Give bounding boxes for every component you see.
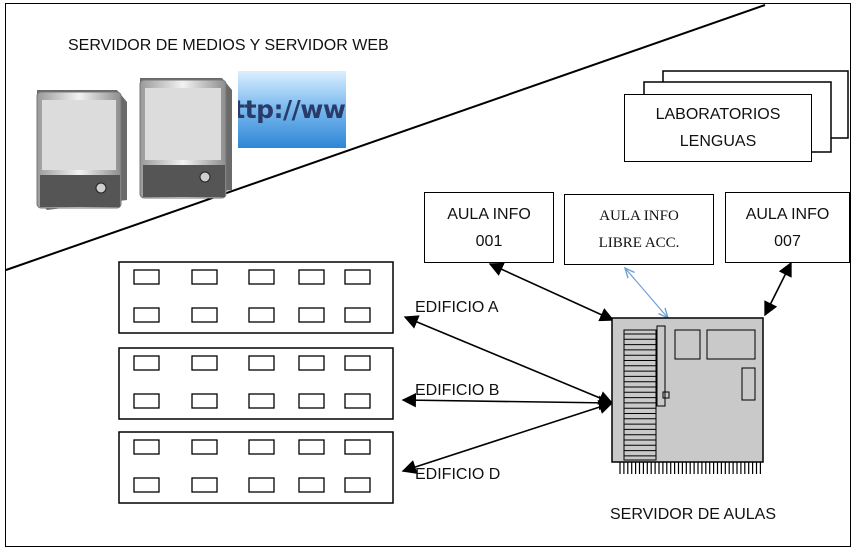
- window-icon: [133, 393, 160, 409]
- http-logo-icon: http://www: [238, 71, 346, 148]
- window-icon: [344, 269, 371, 285]
- diagram-frame: [5, 3, 851, 547]
- window-icon: [298, 393, 325, 409]
- window-icon: [344, 439, 371, 455]
- lab-lenguas-box: LABORATORIOS LENGUAS: [624, 94, 812, 162]
- lab-line-1: LABORATORIOS: [655, 106, 781, 123]
- aula-info-001-box: AULA INFO 001: [424, 192, 554, 263]
- arrow-edificio-b: [401, 392, 614, 411]
- aula-001-line-1: AULA INFO: [447, 205, 531, 223]
- window-icon: [298, 307, 325, 323]
- server-tower-icon: [36, 90, 127, 210]
- edificio-d-label: EDIFICIO D: [415, 466, 501, 483]
- edificio-a-label: EDIFICIO A: [415, 299, 499, 316]
- window-icon: [191, 439, 218, 455]
- arrow-edificio-a: [403, 315, 614, 405]
- arrow-edificio-d: [401, 400, 614, 474]
- window-icon: [248, 393, 275, 409]
- window-icon: [191, 477, 218, 493]
- window-icon: [191, 355, 218, 371]
- top-title: SERVIDOR DE MEDIOS Y SERVIDOR WEB: [68, 37, 389, 54]
- aula-007-line-1: AULA INFO: [745, 205, 830, 223]
- building-panels: [118, 261, 394, 504]
- arrow-aula-007: [764, 261, 792, 317]
- window-icon: [344, 355, 371, 371]
- server-board-icon: [611, 317, 764, 474]
- window-icon: [298, 355, 325, 371]
- aula-libre-line-1: AULA INFO: [599, 207, 679, 224]
- aula-007-line-2: 007: [774, 232, 801, 250]
- window-icon: [191, 393, 218, 409]
- window-icon: [344, 477, 371, 493]
- window-icon: [191, 269, 218, 285]
- arrow-aula-libre: [625, 268, 668, 318]
- window-icon: [248, 307, 275, 323]
- aula-libre-line-2: LIBRE ACC.: [598, 234, 680, 251]
- aula-info-libre-box: AULA INFO LIBRE ACC.: [564, 194, 714, 265]
- window-icon: [133, 477, 160, 493]
- window-icon: [298, 269, 325, 285]
- window-icon: [133, 355, 160, 371]
- window-icon: [298, 477, 325, 493]
- window-icon: [248, 269, 275, 285]
- server-tower-icon: [139, 78, 232, 199]
- aula-info-007-box: AULA INFO 007: [725, 192, 850, 263]
- aula-001-line-2: 001: [475, 232, 503, 250]
- window-icon: [344, 307, 371, 323]
- window-icon: [248, 439, 275, 455]
- window-icon: [191, 307, 218, 323]
- window-icon: [344, 393, 371, 409]
- arrow-aula-001: [488, 262, 615, 322]
- window-icon: [248, 355, 275, 371]
- server-aulas-label: SERVIDOR DE AULAS: [610, 506, 776, 523]
- lab-line-2: LENGUAS: [679, 133, 757, 150]
- edificio-b-label: EDIFICIO B: [415, 382, 500, 399]
- window-icon: [133, 307, 160, 323]
- http-logo-text: http://www: [238, 95, 346, 124]
- window-icon: [133, 269, 160, 285]
- window-icon: [248, 477, 275, 493]
- diagonal-divider: [5, 4, 766, 271]
- window-icon: [298, 439, 325, 455]
- window-icon: [133, 439, 160, 455]
